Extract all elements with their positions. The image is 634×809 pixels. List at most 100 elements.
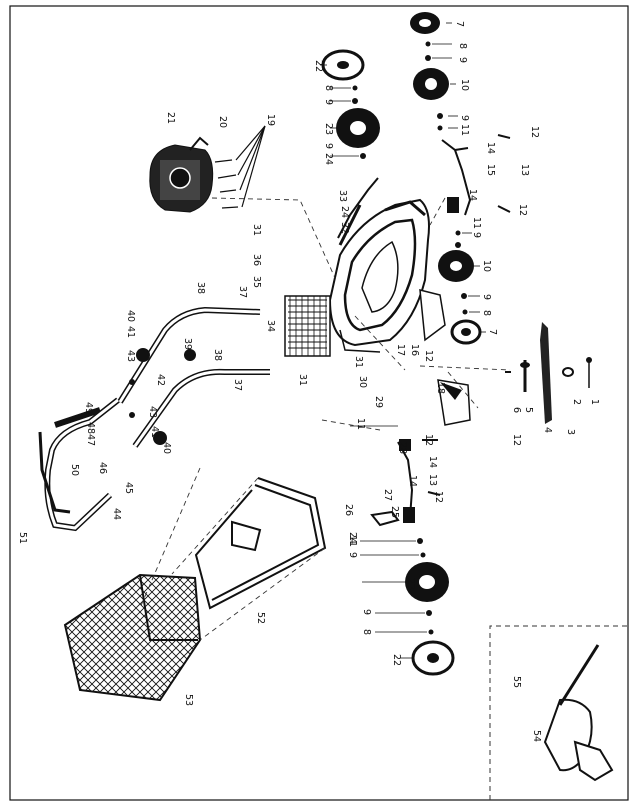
part-number-label: 5 — [523, 407, 534, 413]
part-number-label: 9 — [323, 99, 334, 105]
part-number-label: 28 — [397, 442, 408, 454]
part-number-label: 11 — [459, 124, 470, 136]
part-number-label: 12 — [529, 126, 540, 138]
page-border — [9, 5, 629, 801]
part-number-label: 36 — [251, 254, 262, 266]
part-number-label: 47 — [85, 434, 96, 446]
part-number-label: 8 — [361, 629, 372, 635]
bail-lever — [38, 431, 71, 514]
part-number-label: 16 — [409, 344, 420, 356]
wheel-23-bottom — [405, 562, 449, 602]
part-number-label: 37 — [232, 379, 243, 391]
part-number-label: 9 — [323, 143, 334, 149]
lower-handle-bottom-inner — [133, 370, 270, 447]
part-number-label: 7 — [487, 329, 498, 335]
part-number-label: 9 — [471, 232, 482, 238]
part-number-label: 42 — [155, 374, 166, 386]
part-number-label: 23 — [405, 578, 416, 590]
blade — [505, 322, 592, 424]
part-number-label: 13 — [519, 164, 530, 176]
part-number-label: 10 — [481, 260, 492, 272]
part-number-label: 9 — [457, 57, 468, 63]
part-number-label: 17 — [395, 344, 406, 356]
part-number-label: 30 — [357, 376, 368, 388]
part-number-label: 45 — [123, 482, 134, 494]
accessory-inset-box — [489, 625, 628, 800]
part-number-label: 31 — [297, 374, 308, 386]
part-number-label: 8 — [481, 310, 492, 316]
part-number-label: 29 — [373, 396, 384, 408]
wheel-10-mid — [438, 250, 474, 282]
part-number-label: 14 — [407, 475, 418, 487]
leader-lines — [320, 22, 486, 659]
part-number-label: 55 — [511, 676, 522, 688]
part-number-label: 31 — [353, 356, 364, 368]
wheel-top-small — [410, 12, 440, 34]
grass-bag-frame — [194, 477, 327, 610]
part-number-label: 21 — [165, 112, 176, 124]
part-number-label: 38 — [195, 282, 206, 294]
part-number-label: 41 — [125, 326, 136, 338]
control-cable — [337, 177, 379, 239]
wheel-22-bottom — [411, 640, 455, 676]
part-number-label: 12 — [423, 350, 434, 362]
mower-deck — [328, 198, 430, 353]
part-number-label: 50 — [69, 464, 80, 476]
part-number-label: 6 — [511, 407, 522, 413]
part-number-label: 53 — [183, 694, 194, 706]
part-number-label: 9 — [347, 552, 358, 558]
part-number-label: 33 — [337, 190, 348, 202]
part-number-label: 24 — [323, 153, 334, 165]
part-number-label: 35 — [251, 276, 262, 288]
part-number-label: 49 — [83, 402, 94, 414]
rear-flap — [437, 379, 471, 426]
part-number-label: 32 — [339, 222, 350, 234]
grass-bag — [63, 573, 202, 702]
part-number-label: 8 — [457, 43, 468, 49]
part-number-label: 24 — [347, 532, 358, 544]
part-number-label: 48 — [85, 422, 96, 434]
part-number-label: 31 — [251, 224, 262, 236]
part-number-label: 41 — [149, 426, 160, 438]
part-number-label: 3 — [565, 429, 576, 435]
part-number-label: 9 — [459, 115, 470, 121]
part-number-label: 20 — [217, 116, 228, 128]
part-number-label: 27 — [382, 489, 393, 501]
part-number-label: 8 — [323, 85, 334, 91]
spark-plug-wrench — [543, 644, 614, 782]
upper-handle-inner — [45, 398, 119, 530]
part-number-label: 12 — [433, 491, 444, 503]
side-baffle — [419, 289, 446, 342]
part-number-label: 22 — [391, 654, 402, 666]
part-number-label: 7 — [454, 21, 465, 27]
part-number-label: 22 — [313, 60, 324, 72]
wheel-top-large — [413, 68, 449, 100]
engine-bolts — [214, 125, 266, 209]
part-number-label: 40 — [161, 442, 172, 454]
part-number-label: 14 — [485, 142, 496, 154]
part-number-label: 46 — [97, 462, 108, 474]
part-number-label: 9 — [361, 609, 372, 615]
part-number-label: 1 — [589, 399, 600, 405]
wheel-23-top — [336, 108, 380, 148]
part-number-label: 10 — [459, 79, 470, 91]
part-number-label: 11 — [347, 535, 358, 547]
part-number-label: 24 — [339, 206, 350, 218]
part-number-label: 52 — [255, 612, 266, 624]
part-number-label: 12 — [423, 434, 434, 446]
height-adjuster-top — [441, 134, 511, 216]
part-number-label: 23 — [323, 123, 334, 135]
part-number-label: 39 — [182, 338, 193, 350]
part-number-label: 12 — [517, 204, 528, 216]
part-number-label: 18 — [435, 382, 446, 394]
hardware-dots — [352, 41, 468, 635]
part-number-label: 9 — [481, 294, 492, 300]
lower-handle-top-inner — [118, 308, 261, 403]
part-number-label: 14 — [427, 456, 438, 468]
part-number-label: 14 — [467, 189, 478, 201]
wheel-7-mid — [450, 319, 482, 345]
cable-clip — [338, 204, 362, 246]
part-number-label: 43 — [147, 406, 158, 418]
